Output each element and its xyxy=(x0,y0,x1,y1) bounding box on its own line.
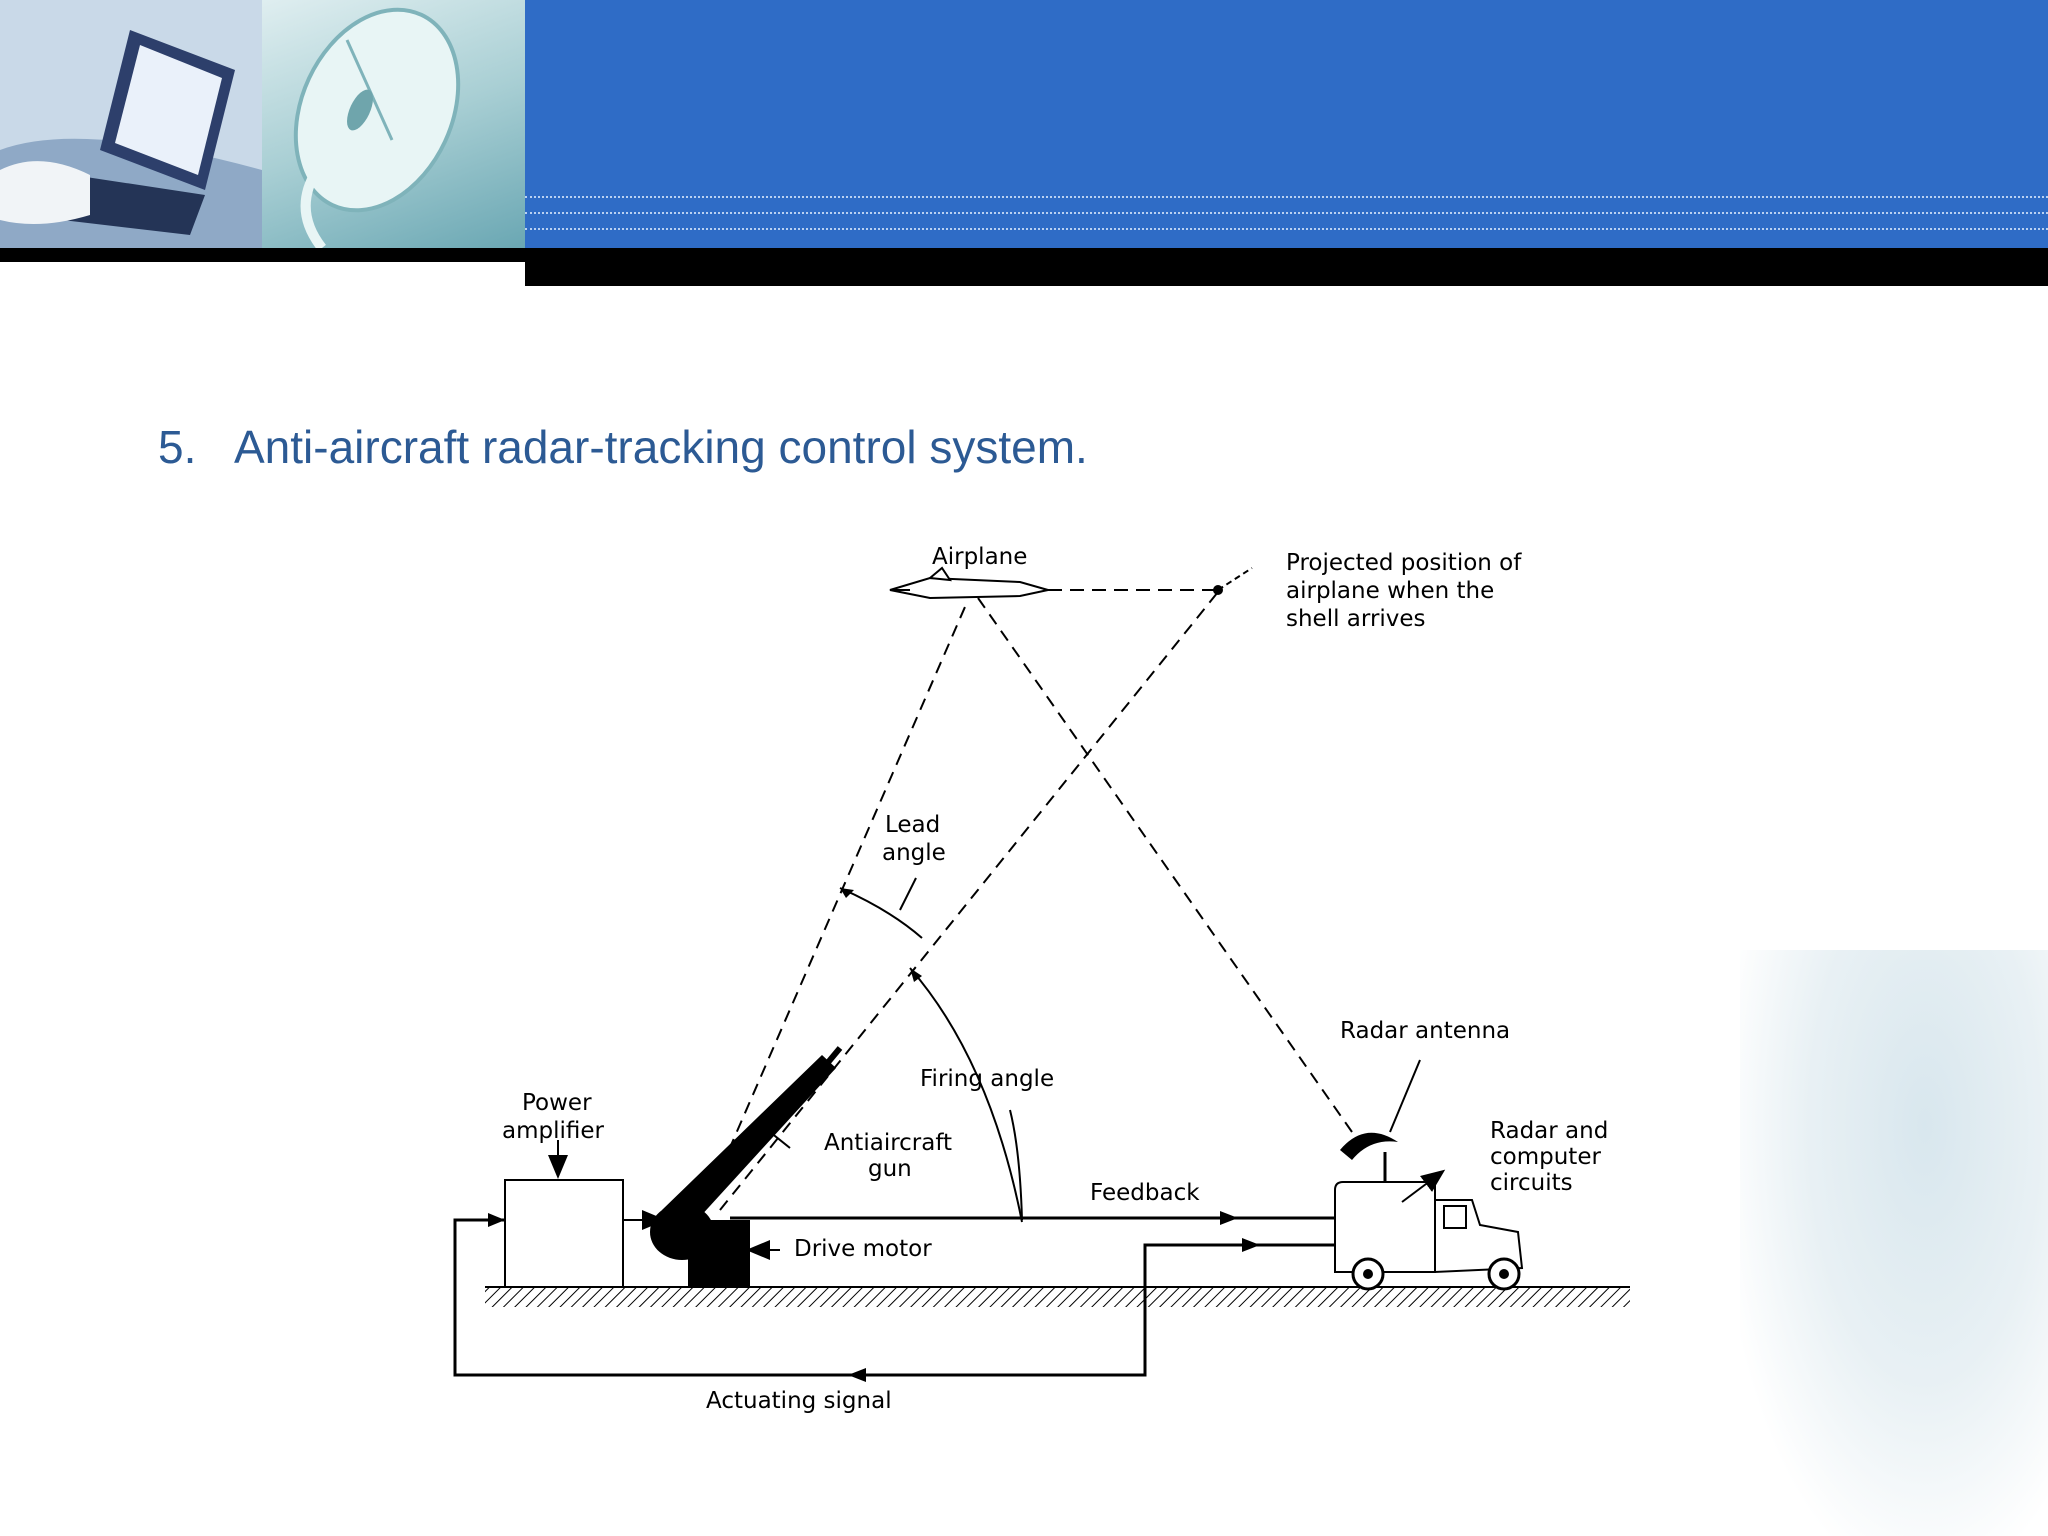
label-projected-3: shell arrives xyxy=(1286,606,1426,632)
label-gun-2: gun xyxy=(868,1156,912,1182)
background-photo xyxy=(1740,950,2048,1536)
label-gun-1: Antiaircraft xyxy=(824,1130,952,1156)
label-actuating-signal: Actuating signal xyxy=(706,1388,892,1414)
airplane-icon xyxy=(890,568,1048,598)
line-of-sight xyxy=(705,600,968,1205)
header-photo xyxy=(0,0,525,248)
power-amplifier-box xyxy=(505,1180,623,1287)
slide-title: 5.Anti-aircraft radar-tracking control s… xyxy=(158,420,1088,474)
firing-angle-arc xyxy=(910,968,1022,1222)
label-radar-1: Radar and xyxy=(1490,1118,1608,1144)
label-firing-angle: Firing angle xyxy=(920,1066,1054,1092)
laptop-icon xyxy=(0,0,262,248)
ground xyxy=(485,1287,1630,1307)
header-rule xyxy=(525,248,2048,286)
label-projected-2: airplane when the xyxy=(1286,578,1494,604)
label-lead-1: Lead xyxy=(885,812,940,838)
label-airplane: Airplane xyxy=(932,544,1027,570)
label-power-2: amplifier xyxy=(502,1118,605,1144)
label-feedback: Feedback xyxy=(1090,1180,1200,1206)
label-radar-2: computer xyxy=(1490,1144,1601,1170)
list-number: 5. xyxy=(158,420,234,474)
label-drive-motor: Drive motor xyxy=(794,1236,932,1262)
lead-angle-arc xyxy=(840,888,922,938)
slide-header xyxy=(0,0,2048,288)
header-rule xyxy=(0,248,525,262)
shell-trajectory xyxy=(720,592,1218,1210)
radar-beam xyxy=(978,598,1352,1132)
header-divider xyxy=(525,196,2048,198)
label-radar-3: circuits xyxy=(1490,1170,1573,1196)
title-text: Anti-aircraft radar-tracking control sys… xyxy=(234,421,1088,473)
label-lead-2: angle xyxy=(882,840,946,866)
header-banner xyxy=(525,0,2048,248)
label-power-1: Power xyxy=(522,1090,592,1116)
label-projected-1: Projected position of xyxy=(1286,550,1522,576)
header-divider xyxy=(525,212,2048,214)
radar-tracking-diagram: Airplane Projected position of airplane … xyxy=(430,520,1660,1440)
header-divider xyxy=(525,228,2048,230)
computer-mouse-icon xyxy=(262,0,525,248)
label-radar-antenna: Radar antenna xyxy=(1340,1018,1510,1044)
